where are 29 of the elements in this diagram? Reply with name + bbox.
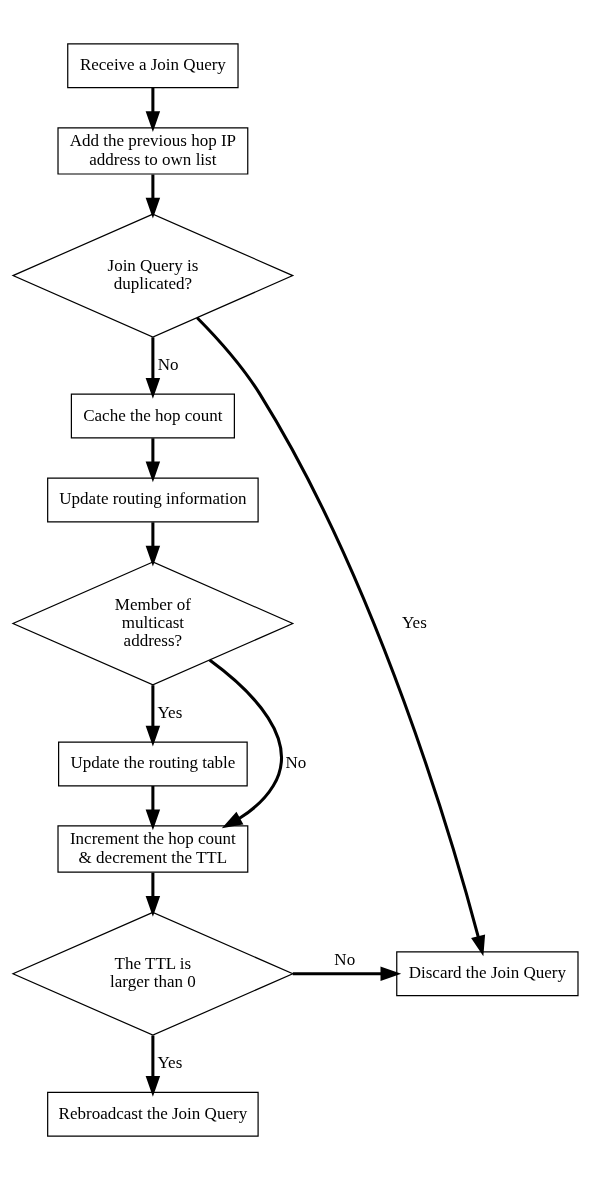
node-box: Update the routing table <box>58 741 248 787</box>
node-diamond: Join Query is duplicated? <box>11 213 295 338</box>
edge-label: Yes <box>157 702 183 722</box>
arrow <box>145 1035 161 1097</box>
arrow <box>208 658 283 829</box>
arrow <box>145 872 161 917</box>
node-box: Discard the Join Query <box>396 951 579 997</box>
node-box: Add the previous hop IP address to own list <box>57 127 249 175</box>
arrow <box>145 337 161 399</box>
edge-label: No <box>285 753 307 773</box>
arrow <box>145 438 161 483</box>
edge-label: Yes <box>402 612 427 632</box>
edge-label: Yes <box>157 1053 183 1073</box>
node-box: Receive a Join Query <box>67 43 239 89</box>
node-box: Update routing information <box>47 477 259 523</box>
node-box: Increment the hop count & decrement the TTL <box>57 825 249 873</box>
node-box: Rebroadcast the Join Query <box>47 1091 259 1137</box>
arrow <box>145 522 161 567</box>
edge-label: No <box>334 950 356 970</box>
arrow <box>145 87 161 132</box>
node-diamond: The TTL is larger than 0 <box>11 911 295 1036</box>
arrow <box>145 174 161 219</box>
arrow <box>292 966 402 981</box>
arrow <box>145 685 161 747</box>
arrow <box>196 316 486 957</box>
node-diamond: Member of multicast address? <box>11 561 295 686</box>
arrow <box>145 786 161 831</box>
edge-label: No <box>157 355 179 375</box>
node-box: Cache the hop count <box>70 393 235 439</box>
